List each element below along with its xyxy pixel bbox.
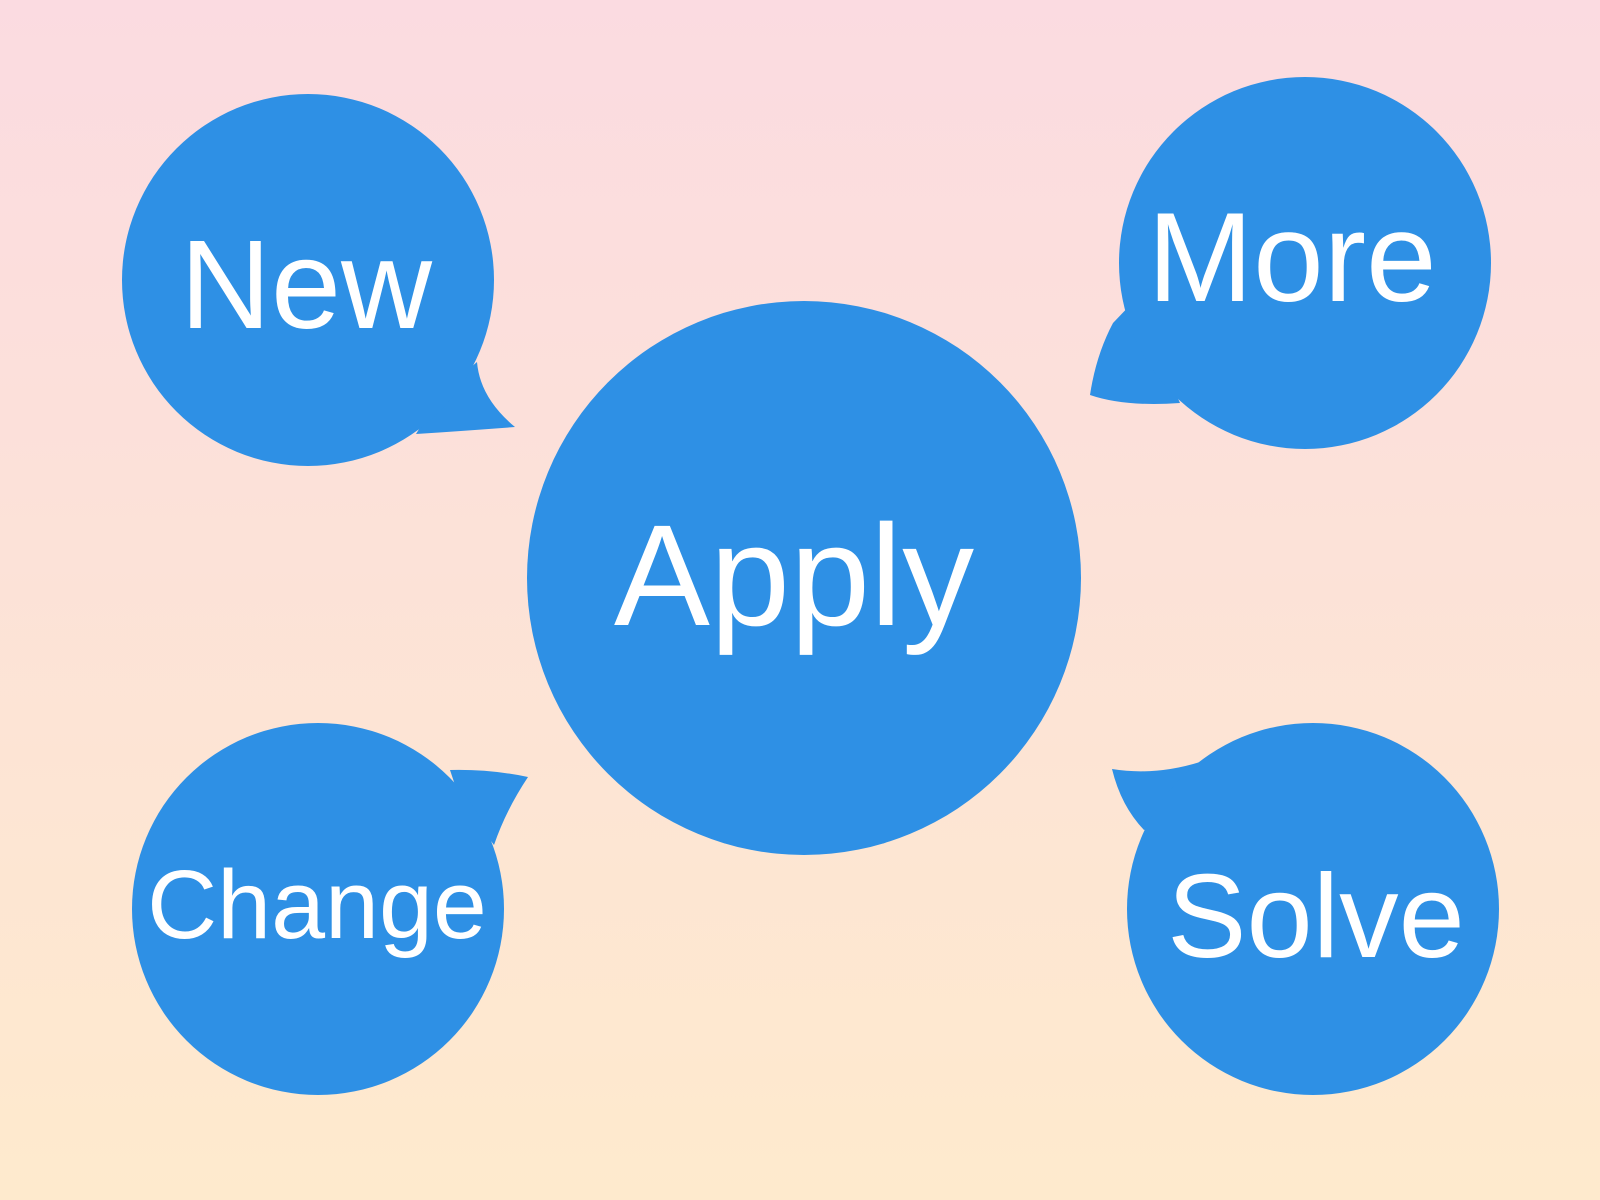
bubble-apply: Apply (527, 301, 1081, 855)
bubble-solve: Solve (1112, 723, 1499, 1095)
bubble-change-tail (450, 769, 528, 845)
bubble-solve-label: Solve (1167, 850, 1465, 983)
bubble-change-circle (132, 723, 504, 1095)
bubble-change: Change (132, 723, 528, 1095)
bubble-change-label: Change (147, 850, 487, 959)
bubble-new-label: New (180, 214, 433, 355)
bubble-more-circle (1119, 77, 1491, 449)
bubble-more-label: More (1147, 186, 1436, 328)
bubble-apply-label: Apply (614, 495, 974, 656)
bubble-more: More (1090, 77, 1491, 449)
bubble-new-circle (122, 94, 494, 466)
bubble-new-tail (416, 362, 515, 434)
bubble-solve-circle (1127, 723, 1499, 1095)
bubble-apply-circle (527, 301, 1081, 855)
bubble-more-tail (1090, 300, 1180, 404)
bubble-new: New (122, 94, 515, 466)
